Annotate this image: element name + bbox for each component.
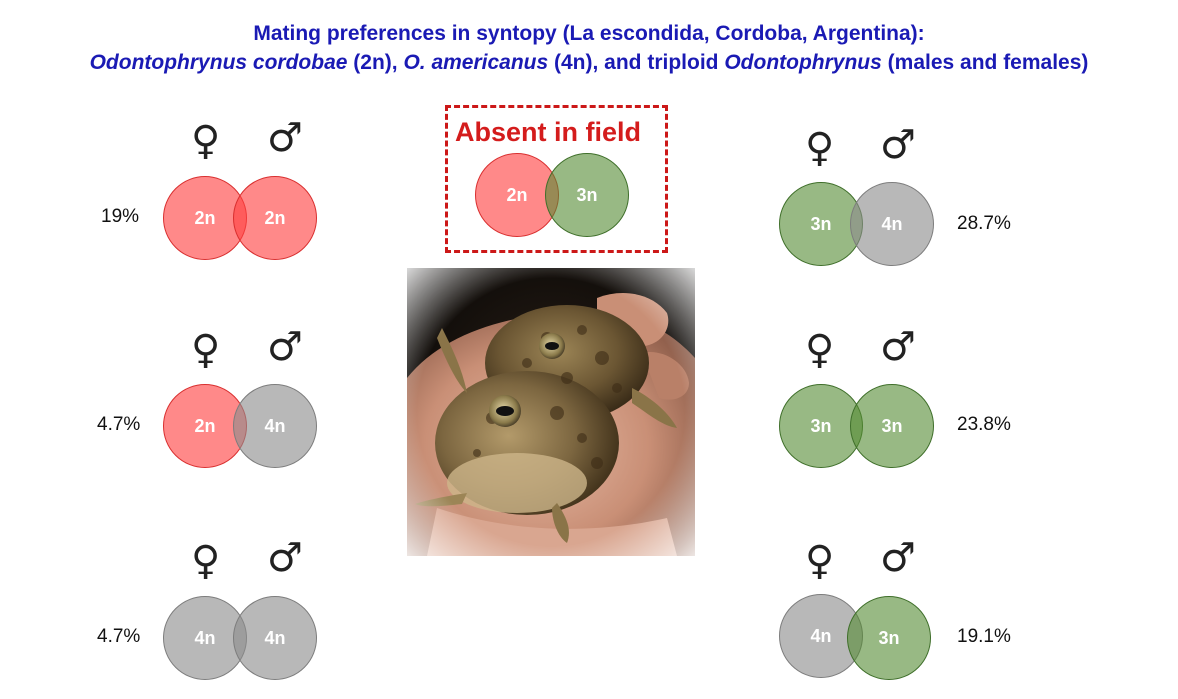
title-line-1: Mating preferences in syntopy (La escond… [253, 22, 925, 45]
male-symbol: ♂ [267, 115, 303, 161]
title-text-2n: (2n), [347, 51, 404, 74]
female-symbol: ♀ [805, 538, 835, 584]
title-line-2: Odontophrynus cordobae (2n), O. american… [0, 51, 1178, 75]
percent-label: 28.7% [957, 213, 1011, 234]
frog-photo [407, 268, 695, 556]
male-circle-2n: 2n [233, 176, 317, 260]
male-symbol: ♂ [267, 535, 303, 581]
male-symbol: ♂ [880, 535, 916, 581]
species-o-americanus: O. americanus [403, 51, 549, 74]
percent-label: 19% [101, 206, 140, 227]
title-text-4n: (4n), and triploid [548, 51, 725, 74]
percent-label: 4.7% [97, 626, 141, 647]
female-symbol: ♀ [191, 538, 221, 584]
absent-in-field-label: Absent in field [455, 117, 642, 147]
male-circle-4n: 4n [233, 384, 317, 468]
absent-in-field-box [445, 105, 668, 253]
male-circle-3n: 3n [847, 596, 931, 680]
male-circle-4n: 4n [233, 596, 317, 680]
male-circle-3n: 3n [850, 384, 934, 468]
species-odontophrynus-cordobae: Odontophrynus cordobae [89, 51, 348, 74]
male-symbol: ♂ [267, 324, 303, 370]
absent-male-circle-3n: 3n [545, 153, 629, 237]
male-symbol: ♂ [880, 122, 916, 168]
female-symbol: ♀ [805, 327, 835, 373]
percent-label: 4.7% [97, 414, 141, 435]
female-symbol: ♀ [191, 118, 221, 164]
female-symbol: ♀ [191, 327, 221, 373]
percent-label: 19.1% [957, 626, 1011, 647]
title-text-suffix: (males and females) [881, 51, 1089, 74]
species-odontophrynus: Odontophrynus [724, 51, 882, 74]
frog-photo-illustration [407, 268, 695, 556]
percent-label: 23.8% [957, 414, 1011, 435]
male-symbol: ♂ [880, 324, 916, 370]
male-circle-4n: 4n [850, 182, 934, 266]
female-symbol: ♀ [805, 125, 835, 171]
